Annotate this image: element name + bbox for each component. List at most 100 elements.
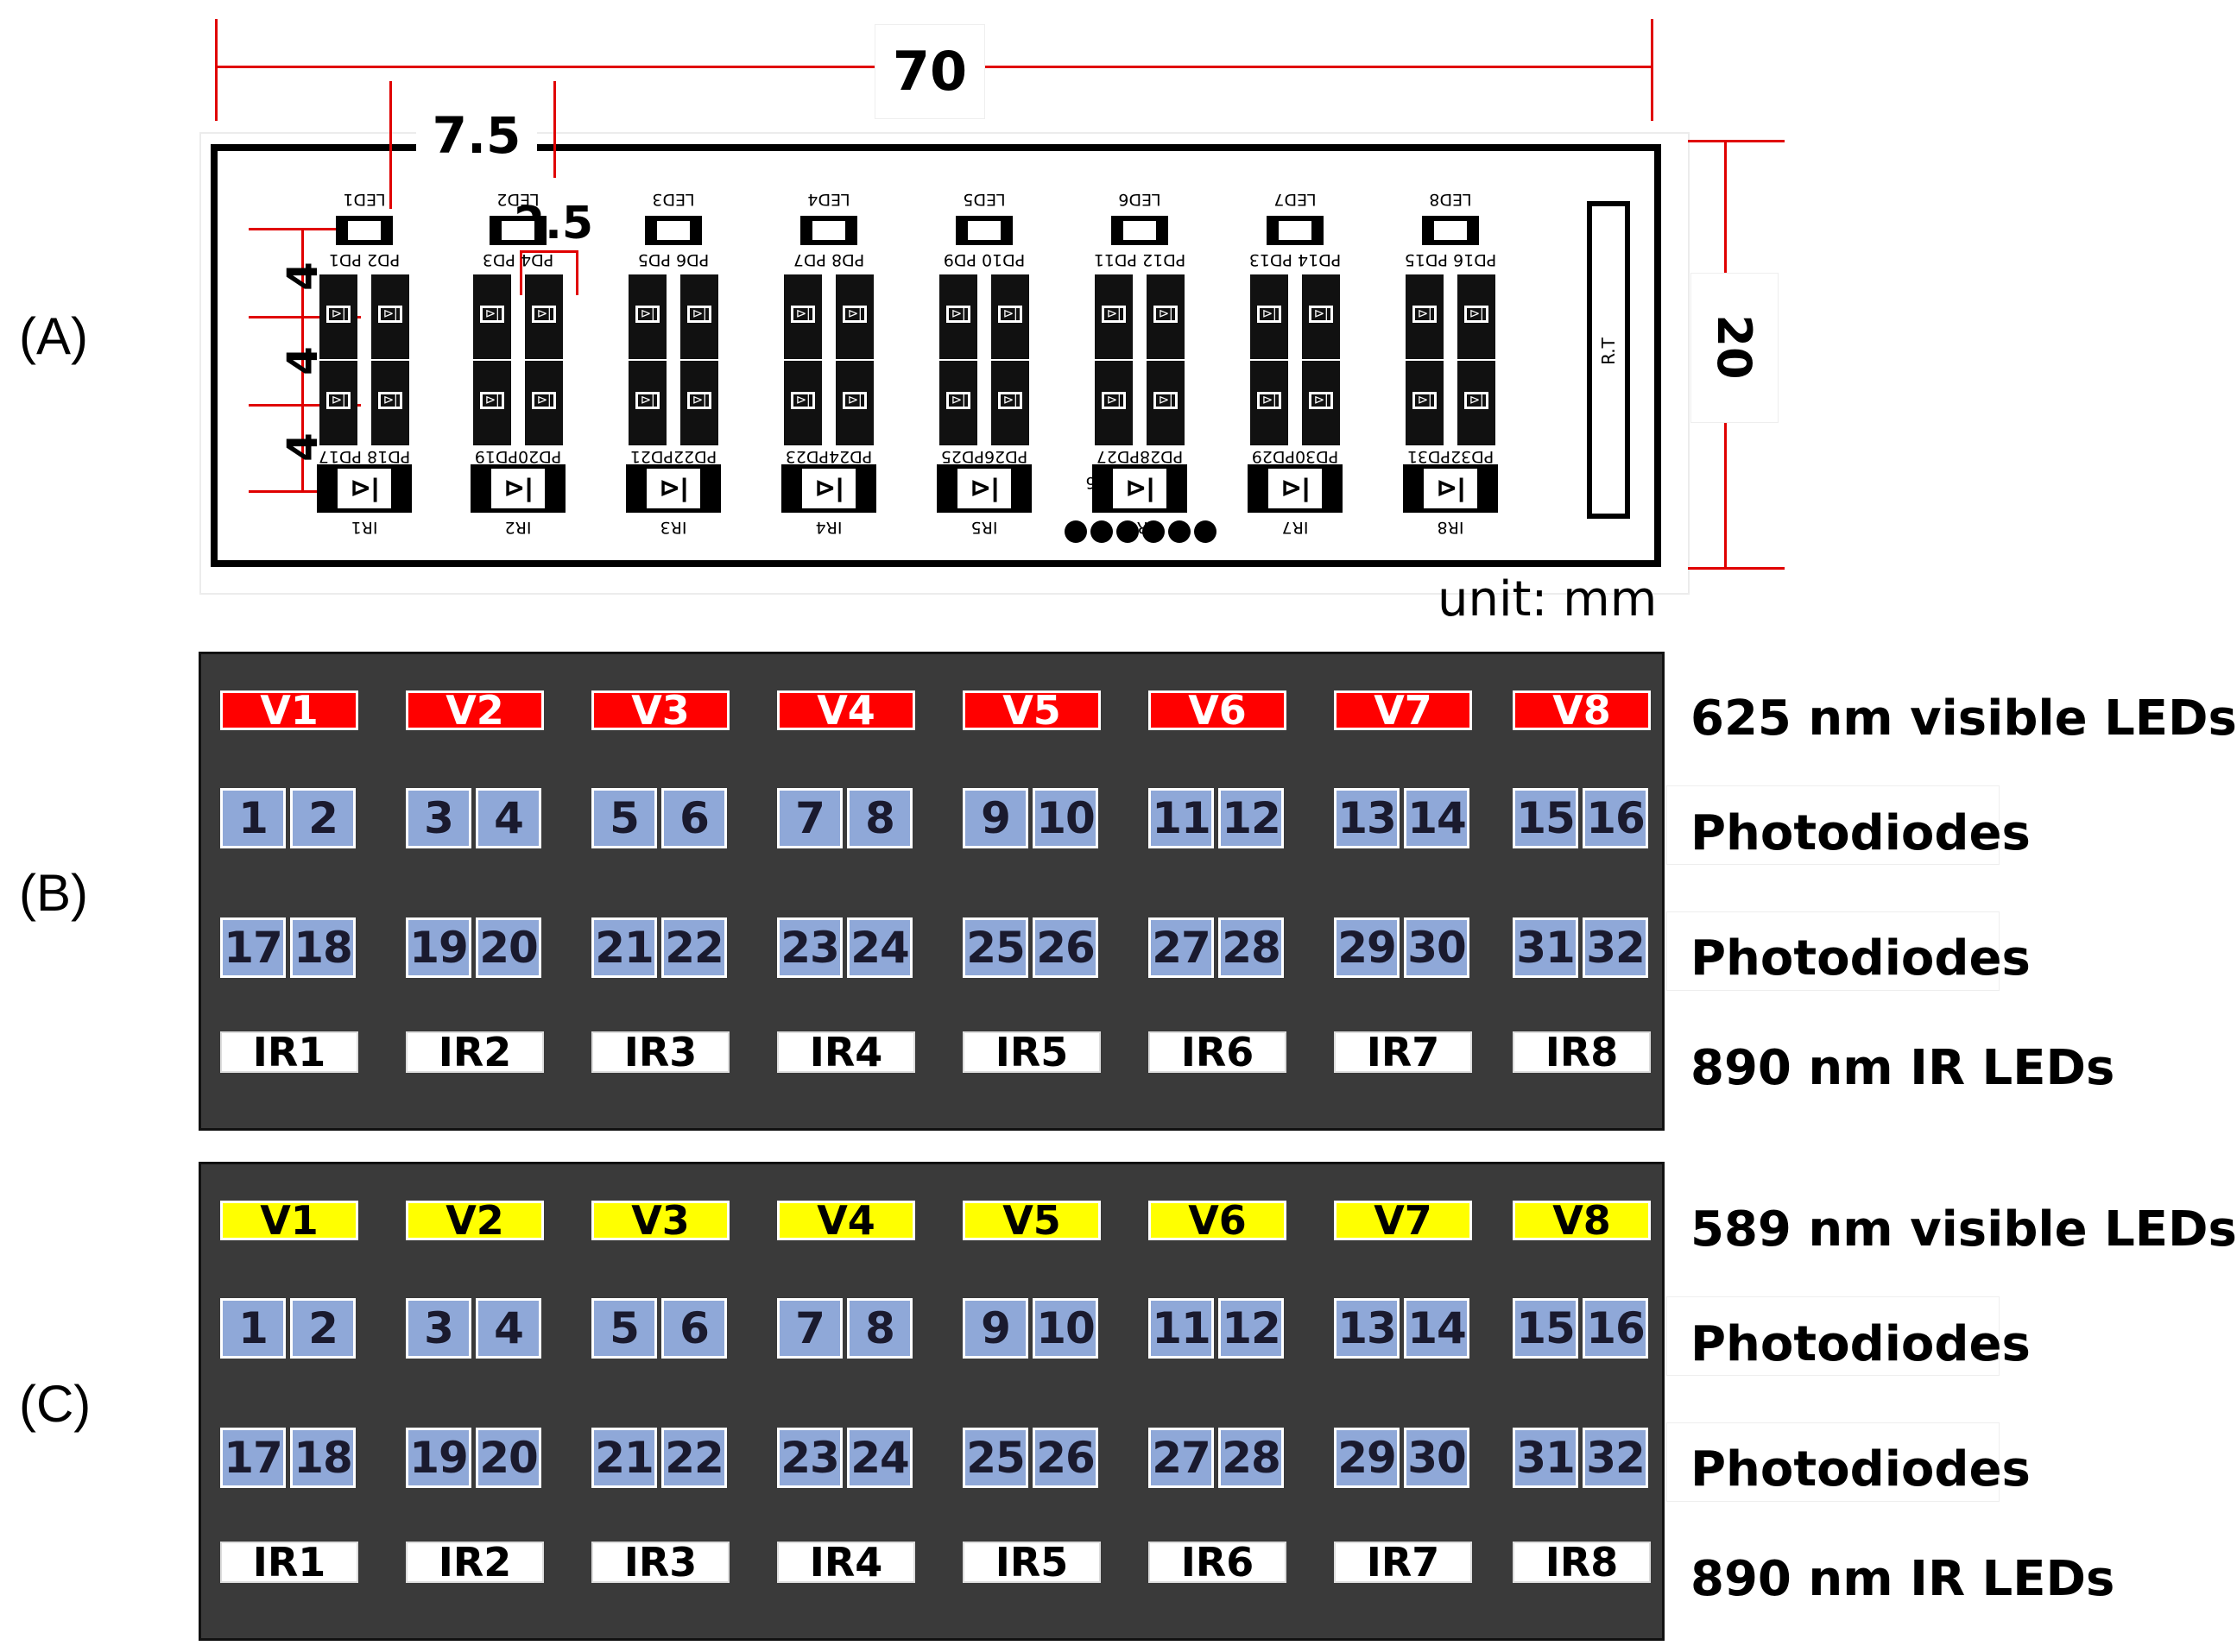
ir-silk-label: IR6 xyxy=(1126,518,1153,537)
connector-pin-dot xyxy=(1116,520,1139,543)
height-dim-bottom xyxy=(1688,567,1785,570)
diode-symbol-icon: ⊳| xyxy=(843,392,867,409)
panel_b-ir-led: IR1 xyxy=(220,1031,358,1073)
photodiode-pad: ⊳| xyxy=(319,274,357,359)
visible-led-pad xyxy=(336,216,393,245)
connector-pin-dot xyxy=(1194,520,1216,543)
panel_b-photodiode: 7 xyxy=(777,788,843,848)
panel-b-pd2-label: Photodiodes xyxy=(1690,930,2031,987)
photodiode-pad: ⊳| xyxy=(473,274,511,359)
diode-symbol-icon: ⊳| xyxy=(946,392,970,409)
pitch-dim-value: 7.5 xyxy=(416,102,537,169)
panel_b-photodiode: 11 xyxy=(1148,788,1214,848)
led-silk-label: LED7 xyxy=(1273,190,1317,209)
panel-b-pd1-label: Photodiodes xyxy=(1690,805,2031,861)
panel_c-visible-led: V6 xyxy=(1148,1201,1286,1240)
panel_b-photodiode: 18 xyxy=(290,917,356,978)
ir-led-pad: ⊳| xyxy=(317,464,412,513)
panel_b-photodiode: 25 xyxy=(963,917,1028,978)
panel_c-ir-led: IR8 xyxy=(1513,1542,1651,1583)
panel_c-photodiode: 28 xyxy=(1218,1428,1284,1488)
panel_b-ir-led: IR3 xyxy=(591,1031,730,1073)
led-silk-label: LED2 xyxy=(496,190,540,209)
reference-box xyxy=(1587,201,1630,519)
photodiode-pad: ⊳| xyxy=(1457,361,1495,445)
panel_b-photodiode: 24 xyxy=(847,917,913,978)
photodiode-pad: ⊳| xyxy=(629,274,667,359)
width-dim-extension-right xyxy=(1651,19,1653,121)
panel_c-photodiode: 27 xyxy=(1148,1428,1214,1488)
panel_c-visible-led: V1 xyxy=(220,1201,358,1240)
panel_c-visible-led: V7 xyxy=(1334,1201,1472,1240)
panel_b-ir-led: IR5 xyxy=(963,1031,1101,1073)
led-silk-label: LED4 xyxy=(807,190,850,209)
photodiode-pad: ⊳| xyxy=(1250,361,1288,445)
panel-c-pd2-label-bg xyxy=(1666,1422,2000,1502)
diode-symbol-icon: ⊳| xyxy=(791,306,815,323)
panel_b-ir-led: IR6 xyxy=(1148,1031,1286,1073)
panel_c-ir-led: IR1 xyxy=(220,1542,358,1583)
visible-led-pad xyxy=(800,216,857,245)
ir-led-pad: ⊳| xyxy=(626,464,721,513)
pd-top-silk-label: PD14 PD13 xyxy=(1248,250,1342,269)
pd-gap-dim-left xyxy=(520,250,522,295)
height-dim-top xyxy=(1688,140,1785,142)
photodiode-pad: ⊳| xyxy=(680,361,718,445)
panel_c-photodiode: 18 xyxy=(290,1428,356,1488)
diode-symbol-icon: ⊳| xyxy=(532,392,556,409)
photodiode-pad: ⊳| xyxy=(1147,361,1185,445)
diode-symbol-icon: ⊳| xyxy=(998,306,1022,323)
panel_b-visible-led: V7 xyxy=(1334,690,1472,730)
height-dim-box xyxy=(1690,273,1779,423)
diode-symbol-icon: ⊳| xyxy=(791,392,815,409)
pitch-dim-left xyxy=(389,81,392,209)
panel_c-photodiode: 16 xyxy=(1583,1298,1648,1359)
panel_b-photodiode: 23 xyxy=(777,917,843,978)
panel_b-photodiode: 28 xyxy=(1218,917,1284,978)
ir-silk-label: IR7 xyxy=(1281,518,1309,537)
diode-symbol-icon: ⊳| xyxy=(532,306,556,323)
panel_b-photodiode: 29 xyxy=(1334,917,1400,978)
row-dim-tick-1 xyxy=(249,228,361,230)
pd-bottom-silk-label: PD26PD25 xyxy=(940,447,1028,466)
pd-bottom-silk-label: PD22PD21 xyxy=(629,447,717,466)
diode-symbol-icon: ⊳| xyxy=(1257,306,1281,323)
diode-symbol-icon: ⊳| xyxy=(1412,306,1437,323)
panel_c-ir-led: IR2 xyxy=(406,1542,544,1583)
panel_c-photodiode: 30 xyxy=(1404,1428,1469,1488)
panel_b-photodiode: 10 xyxy=(1033,788,1098,848)
diode-symbol-icon: ⊳| xyxy=(1102,306,1126,323)
pd-top-silk-label: PD6 PD5 xyxy=(637,250,710,269)
visible-led-pad xyxy=(1111,216,1168,245)
photodiode-pad: ⊳| xyxy=(1250,274,1288,359)
panel-c-ir-label: 890 nm IR LEDs xyxy=(1690,1551,2115,1607)
panel_b-ir-led: IR4 xyxy=(777,1031,915,1073)
panel-b-pd2-label-bg xyxy=(1666,911,2000,991)
photodiode-pad: ⊳| xyxy=(371,361,409,445)
photodiode-pad: ⊳| xyxy=(939,274,977,359)
panel_c-visible-led: V2 xyxy=(406,1201,544,1240)
diode-symbol-icon: ⊳| xyxy=(378,392,402,409)
panel_c-photodiode: 15 xyxy=(1513,1298,1578,1359)
panel_b-photodiode: 16 xyxy=(1583,788,1648,848)
led-silk-label: LED5 xyxy=(963,190,1006,209)
ir-silk-label: IR8 xyxy=(1437,518,1464,537)
panel_b-visible-led: V8 xyxy=(1513,690,1651,730)
pd-top-silk-label: PD16 PD15 xyxy=(1404,250,1497,269)
ir-diode-icon: ⊳| xyxy=(647,469,700,508)
pitch-dim-right xyxy=(553,81,556,178)
panel-a-label: (A) xyxy=(19,307,88,365)
panel_c-photodiode: 12 xyxy=(1218,1298,1284,1359)
diode-symbol-icon: ⊳| xyxy=(1309,392,1333,409)
photodiode-pad: ⊳| xyxy=(525,361,563,445)
panel_c-photodiode: 23 xyxy=(777,1428,843,1488)
diode-symbol-icon: ⊳| xyxy=(1412,392,1437,409)
panel_c-photodiode: 13 xyxy=(1334,1298,1400,1359)
row-dim-tick-3 xyxy=(249,404,361,407)
led-silk-label: LED8 xyxy=(1429,190,1472,209)
panel_c-photodiode: 5 xyxy=(591,1298,657,1359)
panel_c-photodiode: 2 xyxy=(290,1298,356,1359)
photodiode-pad: ⊳| xyxy=(784,274,822,359)
pd-bottom-silk-label: PD30PD29 xyxy=(1251,447,1339,466)
panel_c-ir-led: IR4 xyxy=(777,1542,915,1583)
